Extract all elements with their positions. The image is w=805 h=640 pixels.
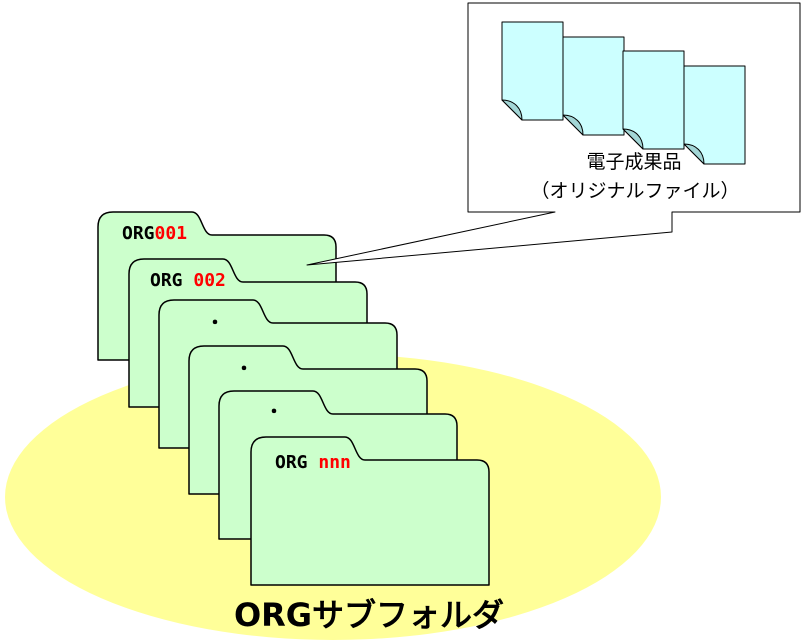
- ellipsis-dot: ・: [265, 402, 283, 423]
- folder-org-nnn: ORG nnn: [250, 436, 490, 586]
- ellipsis-dot: ・: [235, 359, 253, 380]
- document-icon: [501, 21, 564, 121]
- document-page: [683, 65, 746, 165]
- document-icon: [683, 65, 746, 165]
- document-fold: [562, 114, 584, 136]
- document-fold: [501, 99, 523, 121]
- folder-label-number: nnn: [318, 452, 351, 473]
- folder-label-prefix: ORG: [150, 270, 193, 291]
- document-fold: [622, 128, 644, 150]
- callout-title: 電子成果品: [586, 151, 681, 173]
- document-page: [562, 36, 625, 136]
- folder-label-number: 001: [155, 223, 188, 244]
- document-page: [622, 50, 685, 150]
- callout-box: 電子成果品 （オリジナルファイル）: [306, 2, 801, 266]
- folder-label: ORG nnn: [275, 452, 351, 473]
- document-icon: [622, 50, 685, 150]
- document-icon: [562, 36, 625, 136]
- callout-subtitle: （オリジナルファイル）: [530, 180, 739, 202]
- folder-icon: [250, 436, 490, 586]
- folder-label: ORG001: [122, 223, 187, 244]
- diagram-caption: ORGサブフォルダ: [234, 596, 504, 634]
- folder-label: ORG 002: [150, 270, 226, 291]
- folder-label-prefix: ORG: [122, 223, 155, 244]
- folder-label-prefix: ORG: [275, 452, 318, 473]
- document-fold: [683, 143, 705, 165]
- ellipsis-dot: ・: [206, 313, 224, 334]
- folder-label-number: 002: [193, 270, 226, 291]
- document-page: [501, 21, 564, 121]
